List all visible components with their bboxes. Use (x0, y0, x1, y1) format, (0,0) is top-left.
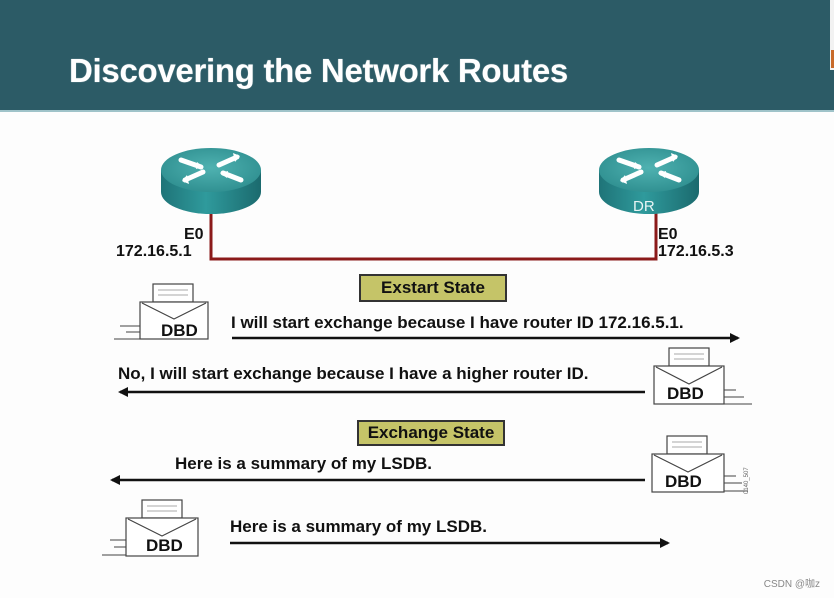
exstart-message-1: I will start exchange because I have rou… (231, 313, 684, 332)
exchange-state-box: Exchange State (357, 420, 505, 446)
exchange-state-label: Exchange State (367, 423, 495, 442)
right-ip-label: 172.16.5.3 (658, 243, 734, 260)
watermark: CSDN @咖z (763, 579, 820, 590)
slide-title: Discovering the Network Routes (69, 52, 568, 89)
dbd-packet-label: DBD (146, 536, 183, 555)
dr-label: DR (633, 198, 655, 215)
router-icon (599, 148, 699, 214)
header-edge (830, 0, 834, 70)
dbd-envelope-icon (114, 283, 209, 340)
figure-id: 0140_507 (744, 467, 750, 494)
exstart-state-box: Exstart State (359, 274, 507, 302)
dbd-envelope-icon (653, 347, 752, 405)
exstart-message-2: No, I will start exchange because I have… (118, 364, 589, 383)
ethernet-link (209, 213, 658, 261)
left-interface-label: E0 (184, 226, 204, 243)
exchange-message-2: Here is a summary of my LSDB. (230, 517, 487, 536)
exchange-message-1: Here is a summary of my LSDB. (175, 454, 432, 473)
slide-header: Discovering the Network Routes (0, 0, 834, 112)
exstart-state-label: Exstart State (381, 278, 485, 297)
header-edge-accent (831, 50, 834, 68)
right-interface-label: E0 (658, 226, 678, 243)
dbd-packet-label: DBD (161, 321, 198, 340)
dbd-envelope-icon (102, 499, 199, 557)
router-icon (161, 148, 261, 214)
dbd-packet-label: DBD (665, 472, 702, 491)
dbd-packet-label: DBD (667, 384, 704, 403)
left-ip-label: 172.16.5.1 (116, 243, 192, 260)
dbd-envelope-icon (651, 435, 748, 493)
